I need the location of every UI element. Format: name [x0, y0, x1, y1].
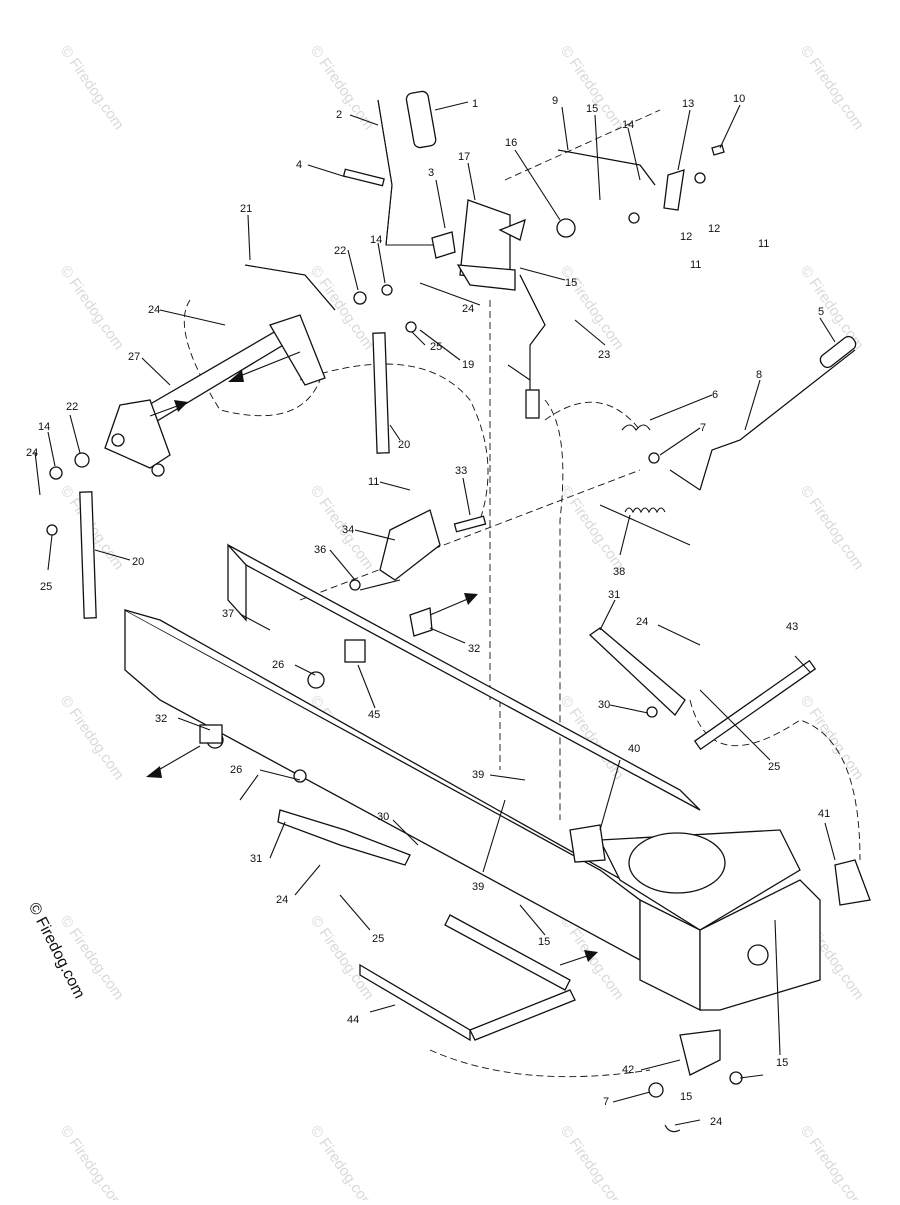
watermark-text: © Firedog.com	[307, 1123, 377, 1200]
callout-label: 6	[712, 389, 718, 401]
arrow-icon	[228, 370, 244, 382]
watermark-text: © Firedog.com	[307, 263, 377, 354]
callout-labels: 1 2 3 4 5 6 7 7 8 9 10 11 11 11 12 12 13…	[26, 93, 830, 1128]
watermark-text: © Firedog.com	[797, 43, 867, 134]
callout-label: 21	[240, 203, 252, 215]
callout-label: 25	[430, 341, 442, 353]
callout-label: 31	[250, 853, 262, 865]
callout-label: 24	[276, 894, 288, 906]
callout-label: 42	[622, 1064, 634, 1076]
callout-label: 14	[38, 421, 50, 433]
callout-label: 30	[377, 811, 389, 823]
callout-label: 26	[272, 659, 284, 671]
callout-label: 3	[428, 167, 434, 179]
assembly-lines	[183, 109, 861, 1078]
callout-label: 12	[708, 223, 720, 235]
callout-label: 26	[230, 764, 242, 776]
watermark-text: © Firedog.com	[557, 43, 627, 134]
callout-label: 11	[690, 259, 701, 271]
callout-label: 15	[680, 1091, 692, 1103]
watermark-text: © Firedog.com	[797, 1123, 867, 1200]
lift-shaft	[46, 264, 417, 536]
callout-label: 24	[26, 447, 38, 459]
callout-label: 32	[468, 643, 480, 655]
callout-label: 36	[314, 544, 326, 556]
callout-label: 44	[347, 1014, 359, 1026]
callout-label: 22	[66, 401, 78, 413]
lift-lever-assembly	[342, 90, 725, 291]
watermark-text: © Firedog.com	[557, 1123, 627, 1200]
callout-label: 11	[368, 476, 379, 488]
watermark-text: © Firedog.com	[57, 1123, 127, 1200]
callout-label: 14	[370, 234, 382, 246]
callout-label: 11	[758, 238, 769, 250]
callout-label: 31	[608, 589, 620, 601]
callout-label: 7	[603, 1096, 609, 1108]
watermark-text: © Firedog.com	[57, 263, 127, 354]
callout-label: 27	[128, 351, 140, 363]
arrow-icon	[584, 950, 598, 962]
callout-label: 24	[710, 1116, 722, 1128]
callout-label: 37	[222, 608, 234, 620]
callout-label: 33	[455, 465, 467, 477]
callout-label: 17	[458, 151, 470, 163]
direction-arrows	[146, 351, 598, 966]
callout-label: 25	[768, 761, 780, 773]
callout-label: 15	[776, 1057, 788, 1069]
watermark-text: © Firedog.com	[797, 263, 867, 354]
arrow-icon	[174, 400, 188, 412]
bracket-assembly	[349, 509, 487, 637]
u-bar	[359, 914, 743, 1133]
callout-label: 38	[613, 566, 625, 578]
callout-label: 2	[336, 109, 342, 121]
arrow-icon	[146, 766, 162, 778]
callout-label: 41	[818, 808, 830, 820]
callout-label: 32	[155, 713, 167, 725]
callout-label: 15	[586, 103, 598, 115]
watermark-text: © Firedog.com	[797, 693, 867, 784]
callout-label: 8	[756, 369, 762, 381]
watermark-text: © Firedog.com	[57, 43, 127, 134]
callout-label: 15	[538, 936, 550, 948]
callout-label: 13	[682, 98, 694, 110]
callout-label: 24	[462, 303, 474, 315]
callout-label: 7	[700, 422, 706, 434]
callout-label: 20	[132, 556, 144, 568]
lift-links	[79, 332, 390, 619]
callout-label: 25	[372, 933, 384, 945]
callout-label: 40	[628, 743, 640, 755]
callout-label: 39	[472, 769, 484, 781]
callout-label: 45	[368, 709, 380, 721]
leader-lines	[34, 101, 836, 1126]
callout-label: 4	[296, 159, 302, 171]
frame-assembly	[124, 543, 871, 1012]
callout-label: 19	[462, 359, 474, 371]
callout-label: 23	[598, 349, 610, 361]
callout-label: 16	[505, 137, 517, 149]
watermark-text: © Firedog.com	[797, 483, 867, 574]
callout-label: 24	[636, 616, 648, 628]
callout-label: 1	[472, 98, 478, 110]
callout-label: 34	[342, 524, 354, 536]
callout-label: 5	[818, 306, 824, 318]
callout-label: 15	[565, 277, 577, 289]
watermark-text: © Firedog.com	[557, 483, 627, 574]
callout-label: 24	[148, 304, 160, 316]
callout-label: 39	[472, 881, 484, 893]
callout-label: 43	[786, 621, 798, 633]
callout-label: 9	[552, 95, 558, 107]
callout-label: 30	[598, 699, 610, 711]
callout-label: 10	[733, 93, 745, 105]
watermark-text: © Firedog.com	[57, 693, 127, 784]
callout-label: 14	[622, 119, 634, 131]
callout-label: 12	[680, 231, 692, 243]
control-rods	[519, 274, 857, 546]
callout-label: 25	[40, 581, 52, 593]
callout-label: 20	[398, 439, 410, 451]
callout-label: 22	[334, 245, 346, 257]
arrow-icon	[464, 593, 478, 605]
